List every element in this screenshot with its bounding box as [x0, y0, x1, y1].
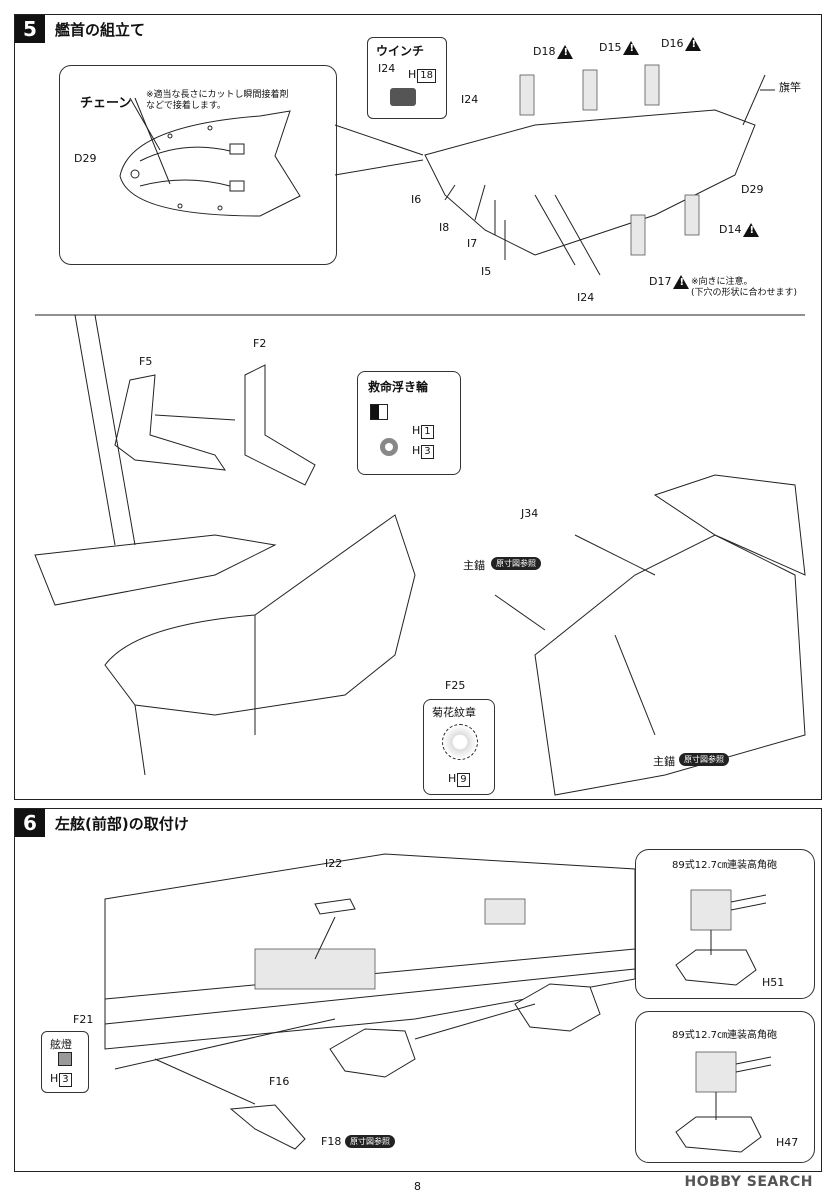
warning-icon: [743, 223, 760, 237]
chain-note: ※適当な長さにカットし瞬間接着剤などで接着します。: [146, 90, 289, 111]
part-f2: F2: [253, 337, 267, 350]
gun2-drawing: [675, 1051, 772, 1153]
gun2-title: 89式12.7㎝連装高角砲: [672, 1030, 777, 1041]
part-i8: I8: [439, 221, 450, 234]
step-title: 左舷(前部)の取付け: [55, 815, 189, 833]
step6-drawing: [104, 853, 636, 1150]
part-d14: D14: [719, 223, 760, 237]
page-number: 8: [414, 1180, 421, 1193]
watermark: HOBBY SEARCH: [684, 1174, 813, 1190]
foredeck-drawing: [119, 97, 301, 217]
flagpole-label: 旗竿: [779, 81, 801, 94]
part-i24-bottom: I24: [577, 291, 595, 304]
step-number: 6: [15, 809, 45, 837]
lifebuoy-title: 救命浮き輪: [368, 380, 429, 394]
reference-tag: 原寸図参照: [679, 753, 729, 766]
part-d16: D16: [661, 37, 702, 51]
part-f21: F21: [73, 1013, 94, 1026]
step-number: 5: [15, 15, 45, 43]
step-5-panel: 5 艦首の組立て チェーン ※適当な長さにカットし瞬間接着剤などで接着します。 …: [14, 14, 822, 800]
color-marker-icon: [370, 404, 388, 420]
step-title: 艦首の組立て: [55, 21, 146, 39]
part-f25: F25: [445, 679, 466, 692]
part-d17: D17: [649, 275, 690, 289]
part-h51: H51: [762, 976, 785, 989]
winch-title: ウインチ: [376, 44, 425, 58]
part-f5: F5: [139, 355, 153, 368]
warning-icon: [623, 41, 640, 55]
reference-tag: 原寸図参照: [345, 1135, 395, 1148]
part-d15: D15: [599, 41, 640, 55]
gun-mount-inset-1: 89式12.7㎝連装高角砲 H51: [635, 849, 815, 999]
part-i22: I22: [325, 857, 343, 870]
side-lamp-icon: [58, 1052, 72, 1066]
part-i6: I6: [411, 193, 422, 206]
winch-part: I24: [378, 62, 396, 75]
part-i24-top: I24: [461, 93, 479, 106]
part-d18: D18: [533, 45, 574, 59]
warning-icon: [685, 37, 702, 51]
chrysanthemum-crest-icon: [442, 724, 478, 760]
part-i5: I5: [481, 265, 492, 278]
gun1-drawing: [675, 889, 767, 986]
crest-title: 菊花紋章: [432, 706, 476, 719]
part-h47: H47: [776, 1136, 799, 1149]
warning-icon: [557, 45, 574, 59]
gun-mount-inset-2: 89式12.7㎝連装高角砲 H47: [635, 1011, 815, 1163]
direction-note: ※向きに注意。(下穴の形状に合わせます): [691, 277, 798, 298]
gun1-title: 89式12.7㎝連装高角砲: [672, 860, 777, 871]
part-f18: F18: [321, 1135, 342, 1148]
reference-tag: 原寸図参照: [491, 557, 541, 570]
part-d29-left: D29: [74, 152, 97, 165]
step5-drawing: [34, 64, 806, 796]
part-d29-right: D29: [741, 183, 764, 196]
lifebuoy-icon: [380, 438, 398, 456]
warning-icon: [673, 275, 690, 289]
winch-part-icon: [390, 88, 416, 106]
lamp-title: 舷燈: [50, 1038, 72, 1051]
chain-label: チェーン: [80, 96, 132, 111]
part-j34: J34: [521, 507, 539, 520]
anchor-label-top: 主錨: [463, 559, 485, 572]
part-f16: F16: [269, 1075, 290, 1088]
chain-detail-inset: チェーン ※適当な長さにカットし瞬間接着剤などで接着します。 D29: [59, 65, 337, 265]
part-i7: I7: [467, 237, 478, 250]
anchor-label-bottom: 主錨: [653, 755, 675, 768]
